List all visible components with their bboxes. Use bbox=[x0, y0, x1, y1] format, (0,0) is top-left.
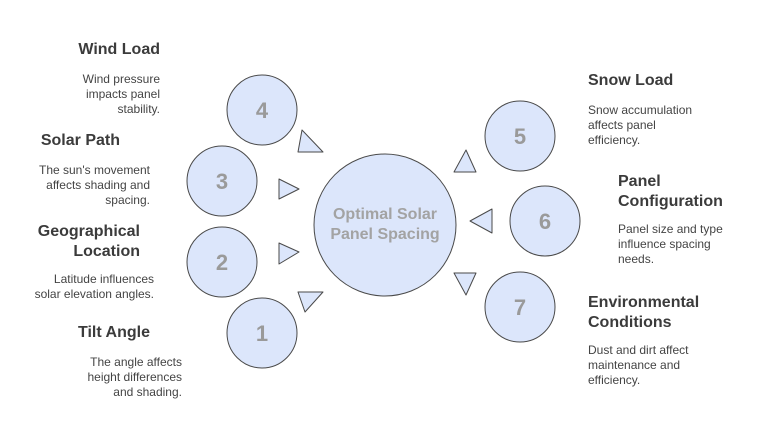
node-circle-6 bbox=[509, 185, 581, 257]
factor-6-text: Panel Configuration Panel size and type … bbox=[618, 172, 758, 267]
arrow-5-to-center bbox=[453, 149, 477, 173]
node-number-6: 6 bbox=[539, 209, 551, 234]
node-circle-4 bbox=[226, 74, 298, 146]
factor-7-title: Environmental Conditions bbox=[588, 294, 700, 331]
factor-3-description: The sun's movement affects shading and s… bbox=[38, 163, 150, 207]
node-4: 4 bbox=[226, 74, 298, 146]
center-circle bbox=[313, 153, 457, 297]
node-5: 5 bbox=[484, 100, 556, 172]
node-2: 2 bbox=[186, 226, 258, 298]
factor-4-title: Wind Load bbox=[78, 41, 160, 58]
node-circle-1 bbox=[226, 297, 298, 369]
node-number-4: 4 bbox=[256, 98, 269, 123]
factor-1-text: Tilt Angle The angle affects height diff… bbox=[0, 323, 182, 400]
factor-1-title: Tilt Angle bbox=[78, 324, 150, 341]
factor-5-description: Snow accumulation affects panel efficien… bbox=[588, 103, 693, 147]
arrow-1-to-center bbox=[297, 291, 324, 313]
node-number-3: 3 bbox=[216, 169, 228, 194]
factor-7-description: Dust and dirt affect maintenance and eff… bbox=[588, 343, 689, 387]
factor-1-description: The angle affects height differences and… bbox=[87, 355, 182, 399]
factor-7-text: Environmental Conditions Dust and dirt a… bbox=[588, 293, 758, 388]
node-circle-2 bbox=[186, 226, 258, 298]
factor-2-text: Geographical Location Latitude influence… bbox=[0, 222, 154, 302]
node-1: 1 bbox=[226, 297, 298, 369]
node-number-2: 2 bbox=[216, 250, 228, 275]
factor-4-text: Wind Load Wind pressure impacts panel st… bbox=[0, 40, 160, 117]
arrow-3-to-center bbox=[278, 178, 300, 200]
factor-5-title: Snow Load bbox=[588, 72, 674, 89]
factor-6-description: Panel size and type influence spacing ne… bbox=[618, 222, 723, 266]
center-label-line2: Panel Spacing bbox=[330, 226, 439, 243]
factor-5-text: Snow Load Snow accumulation affects pane… bbox=[588, 71, 738, 148]
node-3: 3 bbox=[186, 145, 258, 217]
factor-4-description: Wind pressure impacts panel stability. bbox=[82, 72, 160, 116]
factor-2-description: Latitude influences solar elevation angl… bbox=[34, 272, 154, 301]
factor-2-title: Geographical Location bbox=[37, 223, 140, 260]
node-circle-5 bbox=[484, 100, 556, 172]
arrow-6-to-center bbox=[469, 208, 493, 234]
factor-3-title: Solar Path bbox=[40, 132, 120, 149]
node-circle-7 bbox=[484, 271, 556, 343]
arrow-7-to-center bbox=[453, 272, 477, 296]
node-7: 7 bbox=[484, 271, 556, 343]
center-hub: Optimal Solar Panel Spacing bbox=[313, 153, 457, 297]
factor-3-text: Solar Path The sun's movement affects sh… bbox=[0, 131, 150, 208]
node-number-1: 1 bbox=[256, 321, 268, 346]
node-number-5: 5 bbox=[514, 124, 526, 149]
arrow-4-to-center bbox=[297, 129, 324, 153]
arrow-2-to-center bbox=[278, 242, 300, 265]
node-number-7: 7 bbox=[514, 295, 526, 320]
center-label-line1: Optimal Solar bbox=[333, 206, 437, 223]
node-circle-3 bbox=[186, 145, 258, 217]
node-6: 6 bbox=[509, 185, 581, 257]
factor-6-title: Panel Configuration bbox=[618, 173, 723, 210]
